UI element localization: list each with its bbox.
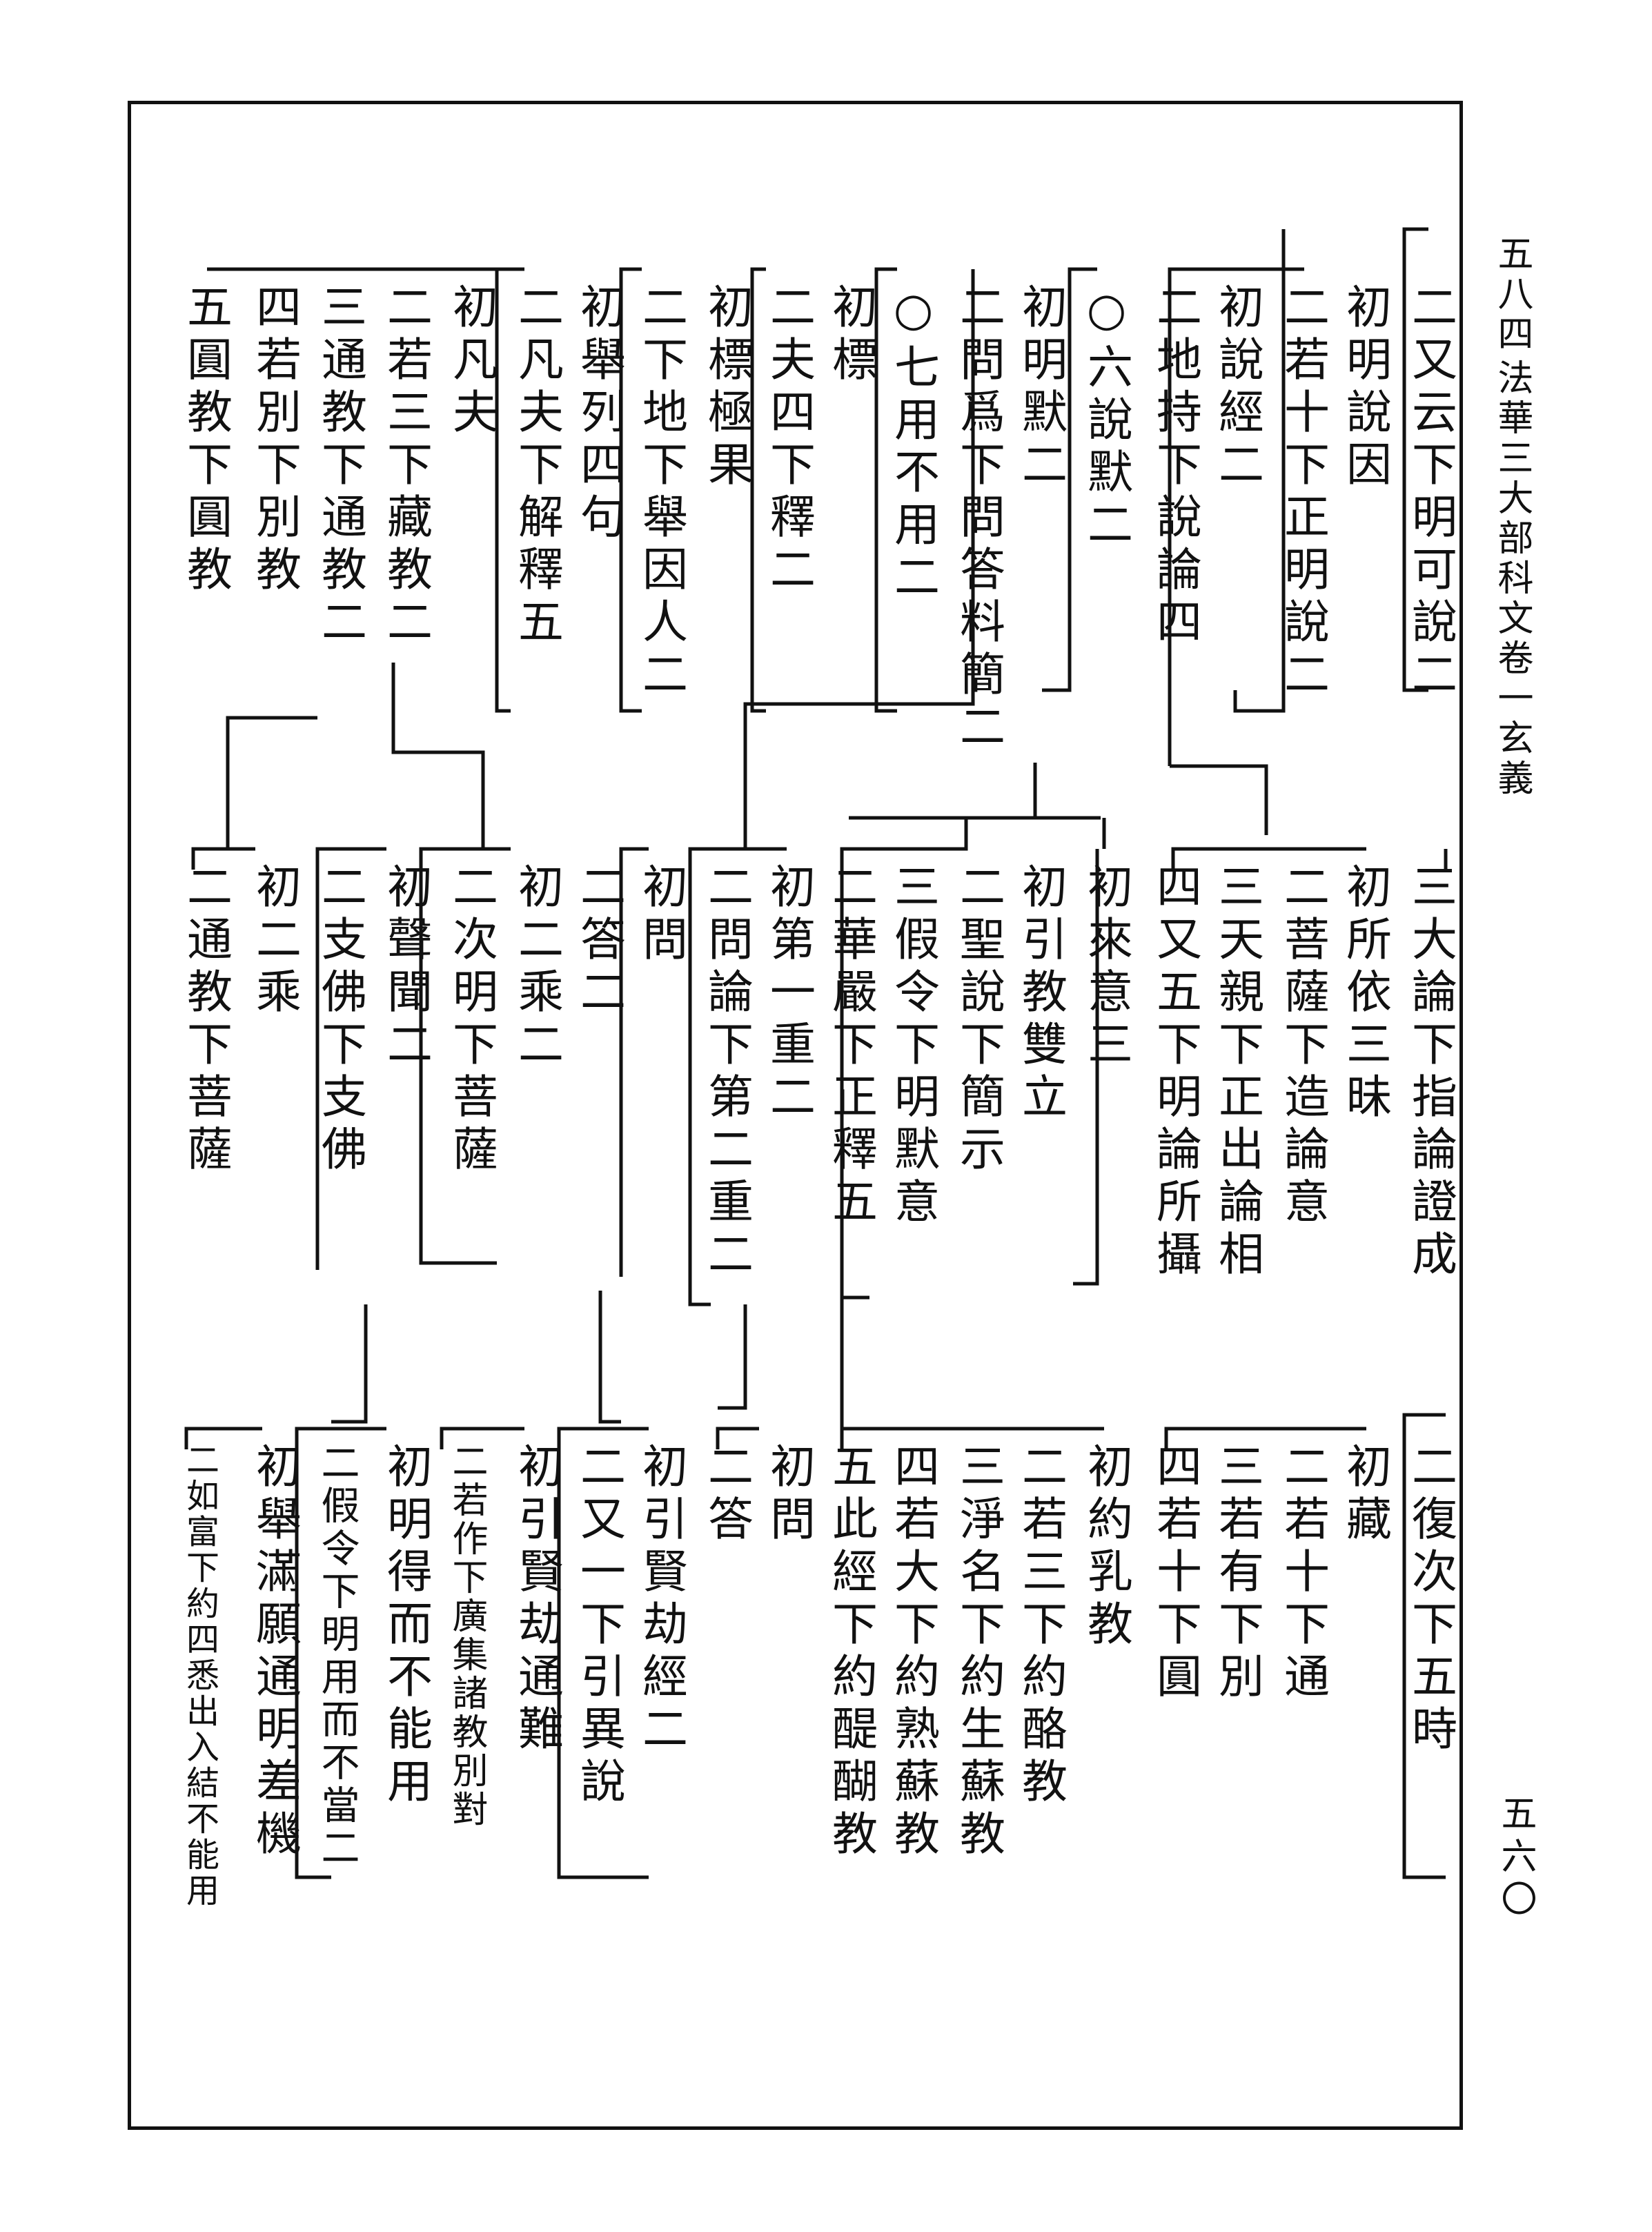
page-footer-number: 五六〇 [1495,1794,1536,1923]
outline-entry: 四又五下明論所攝 [1149,863,1202,1282]
outline-entry: 二若十下正明說二 [1277,283,1330,703]
outline-entry: 二次明下菩薩 [445,863,498,1177]
outline-entry: 初說經二 [1211,283,1264,493]
outline-entry: 二假令下明用而不當二 [315,1442,360,1870]
outline-entry: 初問 [763,1442,816,1547]
outline-entry: 二地持下說論四 [1149,283,1202,650]
outline-entry: 初明默二 [1014,283,1068,493]
outline-entry: 初約乳教 [1080,1442,1133,1652]
outline-entry: 初聲聞二 [380,863,433,1073]
outline-entry: 初標 [825,283,878,388]
outline-entry: 二通教下菩薩 [179,863,233,1177]
outline-entry: 四若大下約熟蘇教 [887,1442,940,1862]
outline-entry: 二凡夫下解釋五 [511,283,564,650]
outline-entry: 四若別下別教 [248,283,302,598]
outline-entry: 四若十下圓 [1149,1442,1202,1705]
outline-entry: 初引教雙立 [1014,863,1068,1125]
page-header-title: 法華三大部科文卷一玄義 [1491,359,1533,799]
outline-entry: 三大論下指論證成 [1404,863,1457,1282]
outline-entry: 初明得而不能用 [380,1442,433,1810]
outline-entry: 初所依三昧 [1339,863,1392,1125]
outline-entry: 二又云下明可說二 [1404,283,1457,703]
outline-entry: 五圓教下圓教 [179,283,233,598]
outline-entry: 二夫四下釋二 [763,283,816,598]
outline-entry: 五此經下約醍醐教 [825,1442,878,1862]
page-header-number: 五八四 [1491,235,1533,355]
outline-entry: 初引賢劫通難 [511,1442,564,1757]
outline-entry: 二若三下約酪教 [1014,1442,1068,1810]
outline-entry: 二若作下廣集諸教別對 [446,1442,487,1829]
outline-entry: 二下地下舉因人二 [635,283,688,703]
outline-entry: 初引賢劫經二 [635,1442,688,1757]
outline-entry: 三若有下別 [1211,1442,1264,1705]
outline-entry: 二答二 [573,863,626,1020]
outline-entry: ○七用不用二 [887,283,940,605]
outline-entry: 初舉滿願通明差機 [248,1442,302,1862]
outline-entry: 初二乘二 [511,863,564,1073]
outline-entry: 二如富下約四悉出入結不能用 [180,1442,219,1909]
outline-entry: ○六說默二 [1080,283,1133,553]
outline-entry: 二華嚴下正釋五 [825,863,878,1230]
outline-entry: 初凡夫 [445,283,498,440]
page-frame [128,101,1463,2130]
outline-entry: 二聖說下簡示 [952,863,1005,1177]
outline-entry: 二若十下通 [1277,1442,1330,1705]
outline-entry: 二問爲下問答料簡二 [952,283,1005,755]
outline-entry: 初二乘 [248,863,302,1020]
outline-entry: 初明說因 [1339,283,1392,493]
outline-entry: 三淨名下約生蘇教 [952,1442,1005,1862]
outline-entry: 初藏 [1339,1442,1392,1547]
outline-entry: 二支佛下支佛 [314,863,367,1177]
outline-entry: 初標極果 [700,283,754,493]
outline-entry: 三通教下通教二 [314,283,367,650]
outline-entry: 初來意三 [1080,863,1133,1073]
outline-entry: 二若三下藏教二 [380,283,433,650]
outline-entry: 二又一下引異說 [573,1442,626,1810]
outline-entry: 初舉列四句 [573,283,626,545]
outline-entry: 二菩薩下造論意 [1277,863,1330,1230]
outline-entry: 二答 [700,1442,754,1547]
outline-entry: 二復次下五時 [1404,1442,1457,1757]
outline-entry: 初問 [635,863,688,968]
outline-entry: 三假令下明默意 [887,863,940,1230]
outline-entry: 初第一重二 [763,863,816,1125]
outline-entry: 二問論下第二重二 [700,863,754,1282]
outline-entry: 三天親下正出論相 [1211,863,1264,1282]
